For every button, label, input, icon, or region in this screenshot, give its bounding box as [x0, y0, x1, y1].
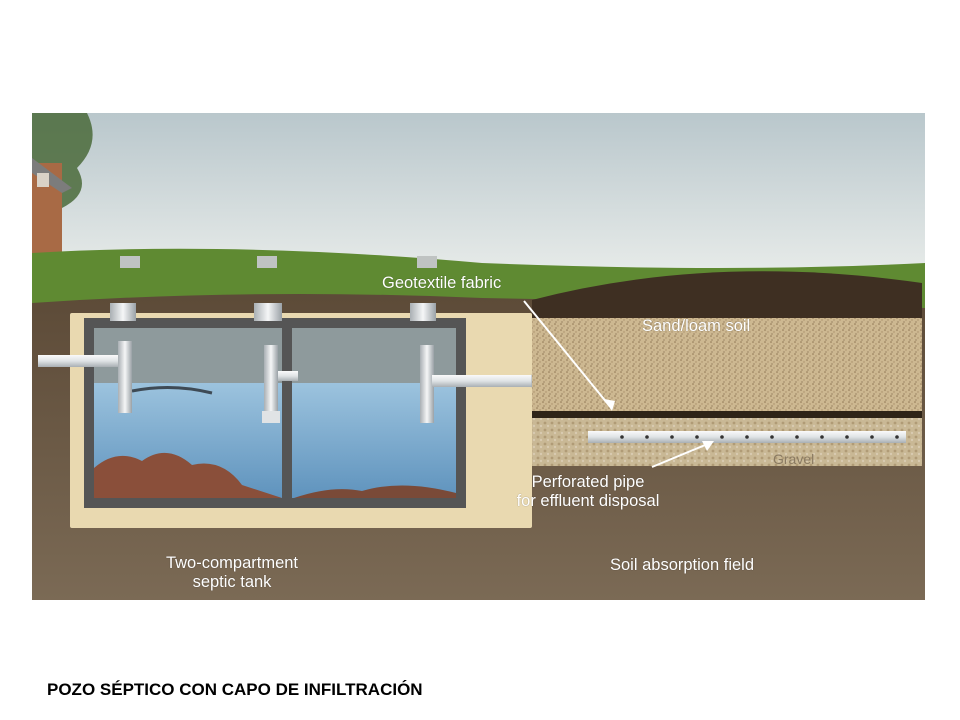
label-soil-absorption-field: Soil absorption field: [610, 556, 755, 574]
label-septic-tank: Two-compartment septic tank: [147, 554, 317, 592]
diagram-illustration: [32, 113, 925, 600]
sky: [32, 113, 925, 273]
perforated-pipe-pointer: [651, 442, 711, 468]
page-caption: POZO SÉPTICO CON CAPO DE INFILTRACIÓN: [47, 680, 423, 699]
label-gravel: Gravel: [773, 451, 815, 467]
label-perforated-pipe-line1: Perforated pipe: [531, 473, 645, 491]
label-perforated-pipe: Perforated pipe for effluent disposal: [488, 473, 688, 511]
label-sand-loam-soil: Sand/loam soil: [642, 317, 751, 335]
septic-system-diagram: Geotextile fabric Sand/loam soil Gravel …: [32, 113, 925, 600]
compartment-divider: [282, 328, 292, 498]
pipe-perforations: [620, 435, 899, 439]
label-perforated-pipe-line2: for effluent disposal: [516, 492, 660, 510]
sludge: [94, 452, 282, 498]
absorption-field-sand: [532, 318, 922, 413]
inlet-pipe: [38, 355, 118, 367]
label-geotextile-fabric: Geotextile fabric: [382, 274, 502, 292]
soil-mound: [532, 271, 922, 318]
geotextile-layer: [532, 411, 922, 418]
outlet-pipe: [462, 375, 537, 387]
label-septic-tank-line2: septic tank: [192, 573, 272, 591]
geotextile-pointer: [523, 300, 613, 410]
label-septic-tank-line1: Two-compartment: [165, 554, 299, 572]
